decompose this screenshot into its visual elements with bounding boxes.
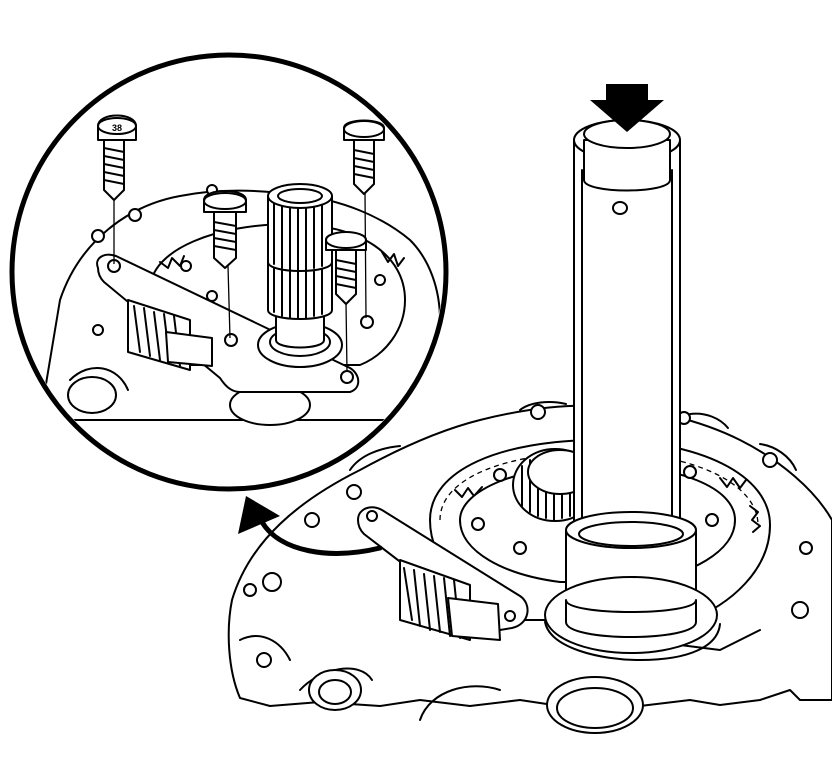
bolt-icon (325, 231, 367, 305)
curved-arrow-icon (238, 496, 383, 556)
bolt-icon: 38 (97, 114, 137, 201)
shift-lever (357, 506, 529, 641)
bolt-icon (343, 119, 385, 195)
bolt-icon (203, 190, 247, 269)
bolt-head-marking: 38 (112, 123, 122, 133)
splined-shaft (257, 183, 343, 368)
installer-tool (544, 119, 721, 661)
down-arrow-icon (590, 84, 664, 132)
detail-callout: 38 (9, 52, 449, 492)
